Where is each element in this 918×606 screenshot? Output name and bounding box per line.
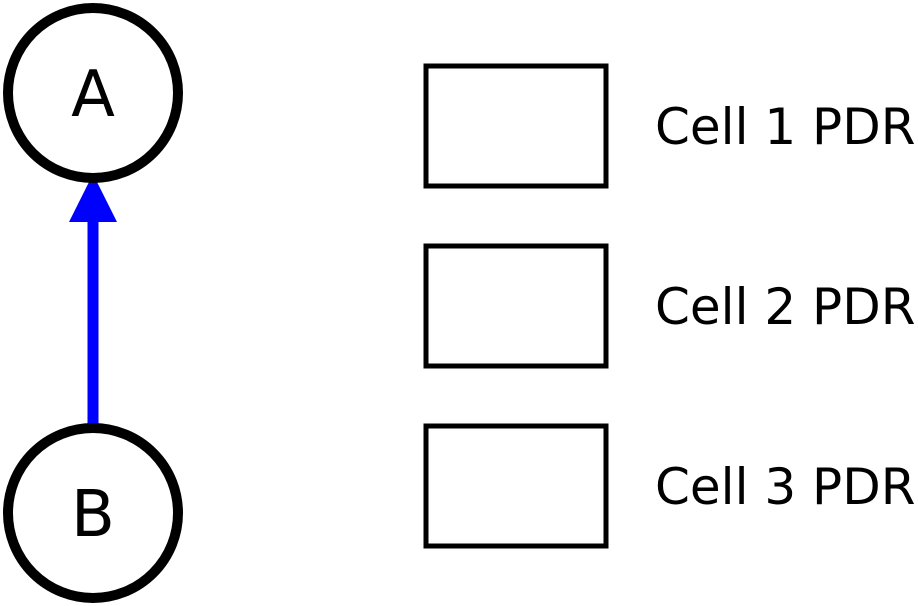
cell-1: Cell 1 PDR	[423, 63, 915, 189]
cell-2: Cell 2 PDR	[423, 243, 915, 369]
node-b: B	[3, 423, 183, 603]
cell-1-box	[423, 63, 609, 189]
node-a-circle	[3, 3, 183, 183]
link-b-to-a	[69, 174, 117, 426]
cell-3-box	[423, 423, 609, 549]
node-b-label: B	[71, 478, 115, 552]
cell-3-label: Cell 3 PDR	[655, 458, 915, 516]
cell-2-label: Cell 2 PDR	[655, 278, 915, 336]
cell-3: Cell 3 PDR	[423, 423, 915, 549]
node-a: A	[3, 3, 183, 183]
node-a-label: A	[71, 58, 115, 132]
cell-2-box	[423, 243, 609, 369]
node-b-circle	[3, 423, 183, 603]
arrow-head-icon	[69, 174, 117, 222]
cell-1-label: Cell 1 PDR	[655, 98, 915, 156]
